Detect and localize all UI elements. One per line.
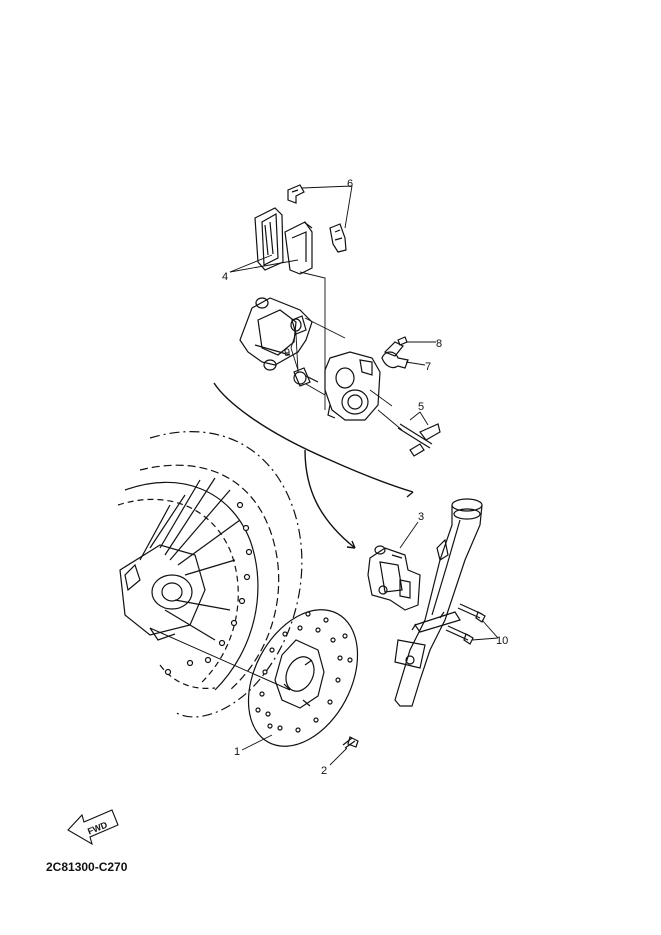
pad-springs: [287, 184, 347, 253]
part-label-2: 2: [321, 765, 327, 777]
front-wheel: [117, 431, 303, 718]
part-label-7: 7: [425, 361, 431, 373]
brake-disc: [247, 609, 359, 747]
pad-pin: [397, 423, 441, 457]
diagram-code: 2C81300-C270: [46, 860, 128, 874]
disc-bolt: [342, 736, 359, 749]
disc-holes: [255, 611, 353, 733]
part-label-10: 10: [496, 635, 508, 647]
part-label-3: 3: [418, 511, 424, 523]
spokes: [139, 477, 241, 641]
fwd-arrow-icon: FWD: [67, 809, 119, 846]
assembly-arrow: [213, 382, 414, 549]
caliper-body: [324, 351, 381, 421]
part-label-1: 1: [234, 746, 240, 758]
part-label-5: 5: [418, 401, 424, 413]
part-label-9: 9: [284, 347, 290, 359]
front-fork: [394, 498, 483, 707]
part-label-6: 6: [347, 178, 353, 190]
callouts: [229, 185, 499, 766]
part-label-8: 8: [436, 338, 442, 350]
brake-pads: [254, 207, 313, 275]
rim-holes: [164, 501, 253, 676]
assembly-guides: [295, 271, 403, 431]
slide-pins: [290, 315, 319, 387]
part-numbers: 1 2 3 4 5 6 7 8 9 10: [222, 178, 508, 777]
bleed-screw: [381, 336, 409, 369]
caliper-assembled: [367, 545, 421, 611]
wheel-hub: [119, 544, 206, 641]
fork-bolts: [445, 603, 486, 645]
part-label-4: 4: [222, 271, 228, 283]
caliper-bracket: [239, 297, 313, 371]
